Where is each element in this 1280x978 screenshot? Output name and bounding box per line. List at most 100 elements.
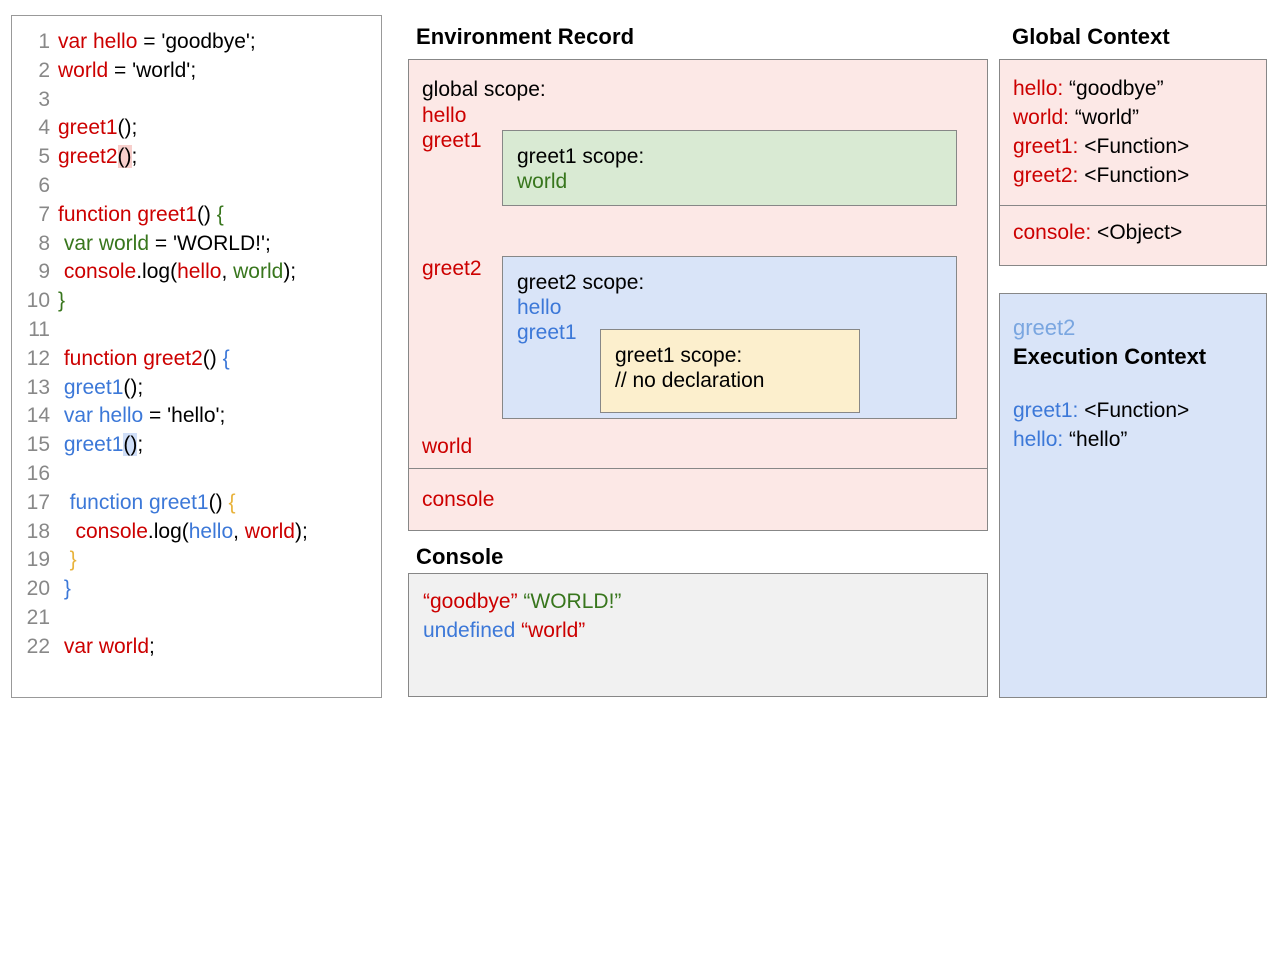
global-scope-label: global scope: [422,78,546,101]
environment-record-box: global scope: hello greet1 greet2 world … [408,59,988,531]
context-key: greet1: [1013,135,1079,158]
code-token: world [58,58,109,82]
code-line-text: console.log(hello, world); [58,258,296,287]
code-line: 15 greet1(); [12,431,381,460]
global-context-variable-row: hello: “goodbye” [1013,74,1266,103]
line-number: 7 [38,202,50,226]
code-line: 19 } [12,546,381,575]
code-token: world [233,260,284,284]
code-token: = 'WORLD!'; [149,231,271,255]
environment-record-console-section: console [409,469,987,530]
line-number: 19 [26,548,50,572]
context-value: “hello” [1063,428,1128,451]
context-value: <Function> [1078,164,1190,187]
code-token: (); [123,375,144,399]
code-token: ; [131,145,138,169]
code-line: 21 [12,604,381,633]
greet2-execution-context-variable-row: greet1: <Function> [1013,396,1266,425]
global-context-console-row: console: <Object> [1013,218,1266,247]
code-token: , [233,519,245,543]
code-line: 9 console.log(hello, world); [12,258,381,287]
code-token: () [196,202,217,226]
greet1-inner-scope-title: greet1 scope: [615,344,743,367]
greet1-scope-binding-world: world [517,170,568,193]
code-token: function greet2 [58,346,203,370]
code-token: { [228,490,236,514]
line-number: 8 [38,231,50,255]
code-line-text: greet1(); [58,374,143,403]
line-number: 9 [38,260,50,284]
greet2-scope-binding-hello: hello [517,296,562,319]
console-heading: Console [416,544,504,569]
console-output-panel[interactable]: “goodbye” “WORLD!” undefined “world” [408,573,988,697]
global-context-heading: Global Context [1012,24,1170,49]
code-line-text: } [58,287,65,316]
greet2-execution-context-title: Execution Context [1013,344,1207,369]
code-token: } [58,289,66,313]
code-line-text: } [58,575,71,604]
code-token: world [244,519,295,543]
code-line: 7 function greet1() { [12,201,381,230]
console-token: undefined [423,619,516,642]
code-token: greet1 [58,116,118,140]
context-key: console: [1013,221,1092,244]
code-token: hello [188,519,234,543]
line-number: 18 [26,519,50,543]
line-number: 20 [26,577,50,601]
line-number: 13 [26,375,50,399]
code-token: (); [117,116,138,140]
greet2-scope-title: greet2 scope: [517,271,645,294]
code-token: greet1 [58,433,124,457]
code-line: 16 [12,460,381,489]
line-number: 4 [38,116,50,140]
global-context-box: hello: “goodbye”world: “world”greet1: <F… [999,59,1267,266]
code-token: } [58,548,77,572]
console-line: “goodbye” “WORLD!” [423,587,987,616]
spacer [1013,372,1266,396]
context-key: greet2: [1013,164,1079,187]
code-line: 3 [12,86,381,115]
context-value: <Function> [1078,399,1190,422]
greet2-execution-context-name: greet2 [1013,315,1076,340]
code-token: console [58,519,148,543]
code-token: , [221,260,234,284]
line-number: 3 [38,87,50,111]
code-token: ; [137,433,144,457]
code-token: { [222,346,230,370]
context-value: <Function> [1078,135,1190,158]
code-line-text: var hello = 'hello'; [58,402,226,431]
code-token-highlighted: () [117,145,132,169]
code-line-text: function greet1() { [58,489,236,518]
greet2-scope-binding-greet1: greet1 [517,321,577,344]
env-binding-world: world [422,435,473,458]
context-value: “goodbye” [1063,77,1164,100]
env-binding-console: console [422,488,495,511]
line-number: 15 [26,433,50,457]
code-line-text: function greet1() { [58,201,224,230]
code-token: hello [177,260,222,284]
code-line: 22 var world; [12,633,381,662]
global-context-variables: hello: “goodbye”world: “world”greet1: <F… [1000,60,1266,206]
code-token: = 'hello'; [143,404,226,428]
code-line-text: var hello = 'goodbye'; [58,28,256,57]
code-line: 20 } [12,575,381,604]
line-number: 2 [38,58,50,82]
code-line-text: world = 'world'; [58,57,196,86]
code-token: function greet1 [58,202,197,226]
console-token: “world” [521,619,586,642]
environment-record-heading: Environment Record [416,24,635,49]
code-line: 2 world = 'world'; [12,57,381,86]
code-token: var world [58,231,150,255]
global-context-variable-row: greet2: <Function> [1013,161,1266,190]
code-token: var world [58,634,150,658]
code-line-text: var world = 'WORLD!'; [58,230,271,259]
environment-record-global-section: global scope: hello greet1 greet2 world … [409,60,987,469]
env-binding-hello: hello [422,104,467,127]
greet1-scope-title: greet1 scope: [517,145,645,168]
greet1-inner-scope-box: greet1 scope: // no declaration [600,329,860,413]
line-number: 11 [28,317,50,341]
code-line: 17 function greet1() { [12,489,381,518]
